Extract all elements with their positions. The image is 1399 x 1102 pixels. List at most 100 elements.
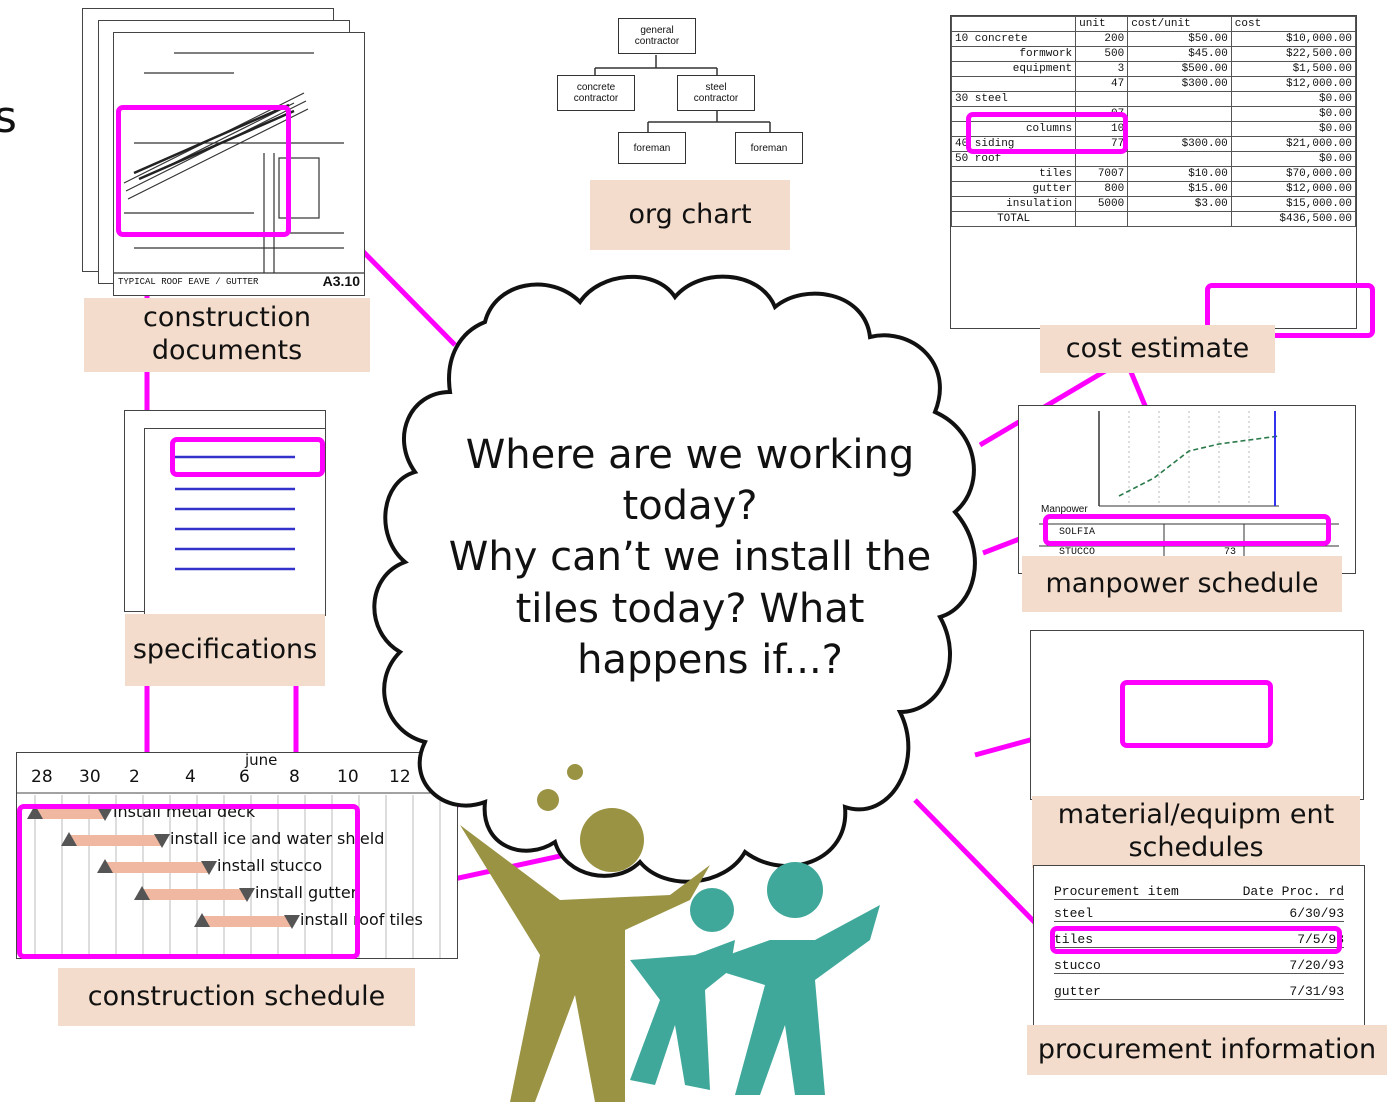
cost-total-label: TOTAL <box>951 211 1077 227</box>
cloud-line-5: happens if...? <box>577 636 843 683</box>
cloud-line-3: Why can’t we install the <box>448 534 932 581</box>
schedule-end-marker <box>239 888 255 902</box>
manpower-schedule-label: manpower schedule <box>1022 556 1342 612</box>
cost-cell <box>1127 151 1232 167</box>
material-highlight <box>1120 680 1273 748</box>
cost-cell: $300.00 <box>1127 136 1232 152</box>
cost-cell: 47 <box>1075 76 1129 92</box>
cost-cell: $500.00 <box>1127 61 1232 77</box>
procurement-date: 7/5/93 <box>1297 932 1344 947</box>
org-box-steel-contractor: steel contractor <box>677 75 755 111</box>
cost-cell: 500 <box>1075 46 1129 62</box>
cost-cell <box>1127 106 1232 122</box>
cost-cell: $21,000.00 <box>1230 136 1356 152</box>
procurement-item: steel <box>1054 906 1094 921</box>
cost-cell: 800 <box>1075 181 1129 197</box>
teal-figure-large-body <box>700 905 880 1095</box>
manpower-row2-value: 73 <box>1224 547 1237 558</box>
material-schedules-label-line1: material/equipm ent <box>1057 799 1335 831</box>
cost-cell <box>951 76 1077 92</box>
thought-dot-small <box>567 764 583 780</box>
construction-documents-label: construction documents <box>84 298 370 372</box>
org-box-general-contractor-line1: general <box>640 25 674 36</box>
procurement-sheet: Procurement item Date Proc. rd steel 6/30… <box>1033 865 1365 1027</box>
cost-total-row: TOTAL $436,500.00 <box>951 211 1356 227</box>
org-box-steel-contractor-line2: contractor <box>693 93 739 104</box>
spec-lines <box>175 455 295 571</box>
org-box-general-contractor: general contractor <box>618 18 696 54</box>
cost-cell: $1,500.00 <box>1230 61 1356 77</box>
org-chart-connectors <box>594 55 771 132</box>
material-schedule-sheet <box>1030 630 1364 800</box>
manpower-chart: Manpower SOLFIA STUCCO 73 <box>1018 405 1356 574</box>
procurement-row: steel 6/30/93 <box>1054 906 1344 922</box>
cost-cell: 10 <box>1075 121 1129 137</box>
schedule-start-marker <box>61 832 77 846</box>
cloud-line-2: today? <box>622 483 758 530</box>
cloud-question: Where are we working today? Why can’t we… <box>400 430 980 686</box>
schedule-start-marker <box>97 859 113 873</box>
org-box-foreman-b-text: foreman <box>750 142 788 154</box>
schedule-end-marker <box>154 834 170 848</box>
cost-cell <box>1127 91 1232 107</box>
manpower-title: Manpower <box>1041 504 1088 515</box>
cost-cell: 200 <box>1075 31 1129 47</box>
cost-cell: $0.00 <box>1230 91 1356 107</box>
cost-header-item <box>951 16 1077 32</box>
org-box-concrete-contractor-line1: concrete <box>576 82 616 93</box>
cost-cell: insulation <box>951 196 1077 212</box>
tiles-row-highlight <box>1050 926 1342 954</box>
schedule-tick-label: 10 <box>337 767 359 787</box>
manpower-graph <box>1039 411 1339 562</box>
procurement-item: stucco <box>1054 958 1101 973</box>
cost-cell: $50.00 <box>1127 31 1232 47</box>
procurement-date: 7/31/93 <box>1289 984 1344 999</box>
procurement-item: gutter <box>1054 984 1101 999</box>
cost-cell: $3.00 <box>1127 196 1232 212</box>
edge-fragment: s <box>0 92 17 143</box>
schedule-tick-label: 4 <box>185 767 196 787</box>
cost-table-header: unit cost/unit cost <box>951 16 1356 32</box>
cost-cell: $0.00 <box>1230 151 1356 167</box>
thought-cloud <box>372 274 977 884</box>
material-schedules-label-line2: schedules <box>1128 832 1264 863</box>
cost-header-cost: cost <box>1230 16 1356 32</box>
procurement-row: gutter 7/31/93 <box>1054 984 1344 1000</box>
cost-cell: $10,000.00 <box>1230 31 1356 47</box>
org-box-foreman-a: foreman <box>618 132 686 164</box>
procurement-label: procurement information <box>1027 1025 1387 1075</box>
procurement-header-item: Procurement item <box>1054 884 1179 899</box>
schedule-month: june <box>245 752 278 769</box>
schedule-highlight <box>17 804 360 959</box>
org-chart-label: org chart <box>590 180 790 250</box>
cost-header-unit: unit <box>1075 16 1129 32</box>
manpower-row1: SOLFIA <box>1059 527 1096 538</box>
specifications-highlight <box>170 437 325 477</box>
cost-cell: $300.00 <box>1127 76 1232 92</box>
drawing-caption: TYPICAL ROOF EAVE / GUTTER <box>118 277 259 287</box>
cost-cell: 3 <box>1075 61 1129 77</box>
schedule-end-marker <box>201 861 217 875</box>
cost-cell <box>1127 121 1232 137</box>
procurement-date: 6/30/93 <box>1289 906 1344 921</box>
org-box-steel-contractor-line1: steel <box>705 82 727 93</box>
cost-cell: 5000 <box>1075 196 1129 212</box>
olive-figure-head <box>580 808 644 872</box>
cost-cell <box>1075 91 1129 107</box>
construction-schedule-label: construction schedule <box>58 968 415 1026</box>
org-box-foreman-b: foreman <box>735 132 803 164</box>
org-box-concrete-contractor: concrete contractor <box>557 75 635 111</box>
material-schedules-label: material/equipm ent schedules <box>1032 796 1360 868</box>
construction-documents-label-line2: documents <box>151 335 303 366</box>
cost-cell: 30 steel <box>951 91 1077 107</box>
schedule-end-marker <box>97 807 113 821</box>
specifications-label: specifications <box>125 614 325 686</box>
schedule-tick-label: 2 <box>129 767 140 787</box>
procurement-header: Procurement item Date Proc. rd <box>1054 884 1344 900</box>
